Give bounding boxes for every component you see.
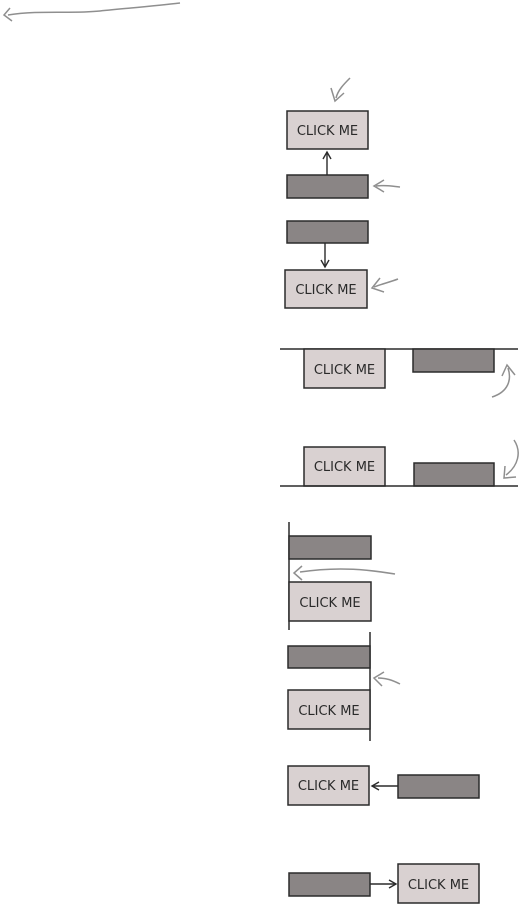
- annotation-arrow-icon: [372, 179, 401, 193]
- diagram-button-above-bar: CLICK ME: [286, 77, 401, 199]
- click-me-label: CLICK ME: [299, 596, 360, 611]
- click-me-button[interactable]: CLICK ME: [288, 581, 372, 622]
- click-me-label: CLICK ME: [295, 283, 356, 298]
- placeholder-bar: [288, 872, 371, 897]
- click-me-button[interactable]: CLICK ME: [286, 110, 369, 150]
- diagram-button-left-of-bar: CLICK ME: [287, 765, 480, 806]
- diagram-bar-left-of-button: CLICK ME: [288, 863, 480, 904]
- diagram-top-aligned: CLICK ME: [280, 348, 518, 398]
- click-me-button[interactable]: CLICK ME: [287, 765, 370, 806]
- click-me-button[interactable]: CLICK ME: [284, 269, 368, 309]
- annotation-arrow-icon: [370, 277, 399, 293]
- placeholder-bar: [412, 348, 495, 373]
- annotation-arrow-icon: [372, 671, 401, 687]
- diagram-bottom-aligned: CLICK ME: [280, 439, 519, 487]
- annotation-arrow-icon: [491, 363, 516, 398]
- placeholder-bar: [287, 645, 371, 669]
- click-me-button[interactable]: CLICK ME: [397, 863, 480, 904]
- click-me-label: CLICK ME: [314, 460, 375, 475]
- top-left-annotation-arrow-icon: [2, 2, 181, 22]
- diagram-left-aligned: CLICK ME: [288, 522, 396, 630]
- placeholder-bar: [397, 774, 480, 799]
- click-me-label: CLICK ME: [298, 779, 359, 794]
- click-me-label: CLICK ME: [297, 124, 358, 139]
- placeholder-bar: [288, 535, 372, 560]
- click-me-button[interactable]: CLICK ME: [303, 348, 386, 389]
- diagram-bar-above-button: CLICK ME: [284, 220, 399, 309]
- annotation-arrow-icon: [503, 439, 519, 479]
- click-me-label: CLICK ME: [298, 704, 359, 719]
- click-me-label: CLICK ME: [408, 878, 469, 893]
- diagram-right-aligned: CLICK ME: [287, 632, 401, 741]
- placeholder-bar: [413, 462, 495, 487]
- click-me-label: CLICK ME: [314, 363, 375, 378]
- annotation-arrow-icon: [330, 77, 351, 103]
- placeholder-bar: [286, 174, 369, 199]
- annotation-arrow-icon: [292, 565, 396, 581]
- placeholder-bar: [286, 220, 369, 244]
- click-me-button[interactable]: CLICK ME: [303, 446, 386, 487]
- click-me-button[interactable]: CLICK ME: [287, 689, 371, 730]
